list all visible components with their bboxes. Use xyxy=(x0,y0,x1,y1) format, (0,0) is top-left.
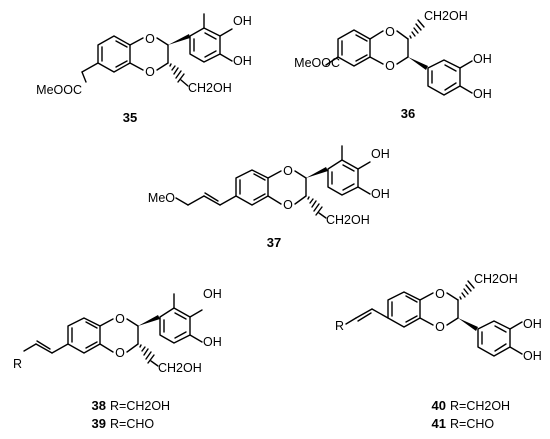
catechol-ring xyxy=(477,320,511,357)
hydroxyl-label: OH xyxy=(523,317,542,331)
compound-number-39: 39 xyxy=(92,416,106,431)
benzene-ring xyxy=(337,29,371,67)
methyl-ester-label: MeOOC xyxy=(294,56,340,70)
benzene-ring xyxy=(235,169,269,206)
compound-number-38: 38 xyxy=(92,398,106,413)
hydroxyl-label: OH xyxy=(473,87,492,101)
benzene-ring xyxy=(67,317,101,354)
oxygen-atom: O xyxy=(385,59,395,73)
hashed-bond xyxy=(307,196,323,216)
compound-number-37: 37 xyxy=(267,235,281,250)
hydroxymethyl-label: CH2OH xyxy=(424,9,468,23)
structure-36: O O CH2OH OH OH MeOOC 36 xyxy=(294,9,492,121)
substituent-caption-40: R=CH2OH xyxy=(450,399,510,413)
compound-number-40: 40 xyxy=(432,398,446,413)
compound-number-41: 41 xyxy=(432,416,446,431)
substituent-caption-39: R=CHO xyxy=(110,417,154,431)
oxygen-atom: O xyxy=(435,320,445,334)
hydroxyl-label: OH xyxy=(371,187,390,201)
hydroxymethyl-label: CH2OH xyxy=(474,272,518,286)
hashed-bond xyxy=(139,344,155,364)
oxygen-atom: O xyxy=(145,65,155,79)
hydroxymethyl-label: CH2OH xyxy=(158,361,202,375)
hydroxyl-label: OH xyxy=(371,147,390,161)
hydroxymethyl-label: CH2OH xyxy=(188,81,232,95)
methyl-ester-label: MeOOC xyxy=(36,83,82,97)
structure-38-39: O O OH OH CH2OH R 38 R=CH2OH 39 R=CHO xyxy=(13,287,222,431)
hydroxyl-label: OH xyxy=(203,335,222,349)
wedge-bond xyxy=(306,167,328,178)
hydroxyl-label: OH xyxy=(203,287,222,301)
oxygen-atom: O xyxy=(435,287,445,301)
oxygen-atom: O xyxy=(115,312,125,326)
structure-40-41: O O CH2OH OH OH R 40 R=CH2OH 41 R=CHO xyxy=(335,272,542,431)
wedge-bond xyxy=(458,318,478,331)
catechol-ring xyxy=(427,59,461,96)
hydroxyl-label: OH xyxy=(233,54,252,68)
oxygen-atom: O xyxy=(283,198,293,212)
r-group-label: R xyxy=(13,357,22,371)
methoxy-label: MeO xyxy=(148,191,175,205)
hydroxyl-label: OH xyxy=(233,14,252,28)
hashed-bond xyxy=(409,19,425,39)
wedge-bond xyxy=(168,34,190,45)
structure-35: O O OH OH CH2OH MeOOC 35 xyxy=(36,13,252,125)
hydroxymethyl-label: CH2OH xyxy=(326,213,370,227)
oxygen-atom: O xyxy=(115,346,125,360)
hydroxyl-label: OH xyxy=(523,349,542,363)
r-group-label: R xyxy=(335,319,344,333)
compound-number-36: 36 xyxy=(401,106,415,121)
substituent-caption-41: R=CHO xyxy=(450,417,494,431)
oxygen-atom: O xyxy=(385,25,395,39)
oxygen-atom: O xyxy=(283,164,293,178)
compound-number-35: 35 xyxy=(123,110,137,125)
wedge-bond xyxy=(138,315,160,326)
benzene-ring xyxy=(387,291,421,328)
wedge-bond xyxy=(408,57,428,70)
hydroxyl-label: OH xyxy=(473,52,492,66)
oxygen-atom: O xyxy=(145,32,155,46)
structure-37: O O OH OH CH2OH MeO 37 xyxy=(148,145,390,250)
hashed-bond xyxy=(169,63,185,83)
benzene-ring xyxy=(97,35,131,73)
hashed-bond xyxy=(459,280,475,300)
substituent-caption-38: R=CH2OH xyxy=(110,399,170,413)
